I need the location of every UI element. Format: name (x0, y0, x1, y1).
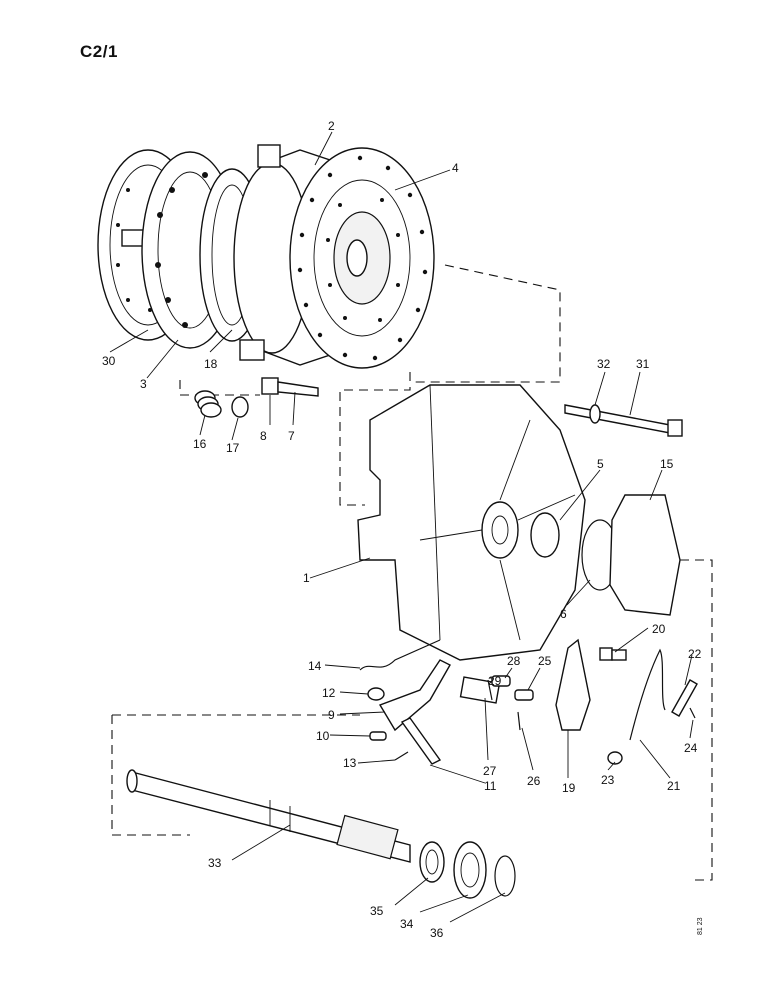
part-25-pin (514, 689, 534, 701)
callout-4: 4 (452, 161, 459, 175)
part-17-washer (231, 396, 249, 418)
callout-9: 9 (328, 708, 335, 722)
callout-11: 11 (484, 779, 497, 793)
part-21-return-spring (629, 648, 666, 741)
housing-group-outline (339, 372, 411, 506)
part-19-fork-lever (555, 638, 591, 731)
callout-17: 17 (226, 441, 240, 455)
leader-lines (109, 131, 694, 923)
part-9-lever (378, 659, 451, 732)
part-33-shaft (126, 769, 411, 863)
callout-36: 36 (430, 926, 444, 940)
callout-23: 23 (601, 773, 615, 787)
callout-25: 25 (538, 654, 552, 668)
callout-5: 5 (597, 457, 604, 471)
callout-1: 1 (303, 571, 310, 585)
part-20-bolt (599, 647, 627, 661)
callout-21: 21 (667, 779, 681, 793)
part-32-washer (589, 404, 601, 424)
part-34-bearing (453, 841, 487, 899)
callout-20: 20 (652, 622, 666, 636)
callout-34: 34 (400, 917, 414, 931)
callout-19: 19 (562, 781, 576, 795)
callout-22: 22 (688, 647, 702, 661)
part-12-washer (367, 687, 385, 701)
callout-35: 35 (370, 904, 384, 918)
part-8-nut (261, 377, 279, 395)
callout-33: 33 (208, 856, 222, 870)
part-13-split-pin (394, 751, 409, 761)
callout-14: 14 (308, 659, 322, 673)
callout-2: 2 (328, 119, 335, 133)
part-28-pin (491, 675, 511, 687)
shaft-group-outline (111, 559, 713, 881)
part-22-pin (671, 679, 698, 717)
callout-10: 10 (316, 729, 330, 743)
callout-24: 24 (684, 741, 698, 755)
part-35-seal (419, 841, 445, 883)
part-7-bolt (277, 381, 319, 397)
callout-16: 16 (193, 437, 207, 451)
part-11-pin (400, 717, 442, 765)
part-26-split-pin (517, 711, 521, 731)
callout-18: 18 (204, 357, 218, 371)
part-36-circlip (494, 855, 516, 897)
callout-32: 32 (597, 357, 611, 371)
callout-6: 6 (560, 607, 567, 621)
callout-13: 13 (343, 756, 357, 770)
callout-12: 12 (322, 686, 336, 700)
part-1-housing (357, 384, 586, 661)
part-16-spring (194, 390, 222, 418)
part-27-link-plate (459, 676, 501, 704)
callout-labels: 2 4 30 3 18 8 7 16 17 32 31 5 15 1 6 14 … (102, 119, 702, 940)
clutch-bolt-outline (179, 380, 260, 396)
callout-26: 26 (527, 774, 541, 788)
callout-8: 8 (260, 429, 267, 443)
callout-31: 31 (636, 357, 650, 371)
part-23-washer (607, 751, 623, 765)
callout-15: 15 (660, 457, 674, 471)
callout-30: 30 (102, 354, 116, 368)
callout-27: 27 (483, 764, 497, 778)
part-24-split-pin (689, 707, 696, 719)
part-31-long-bolt (564, 404, 671, 434)
part-5-bearing-seat (530, 512, 560, 558)
part-14-spring (359, 639, 441, 671)
callout-29: 29 (488, 674, 502, 688)
part-15-cover-plate (609, 494, 681, 616)
callout-3: 3 (140, 377, 147, 391)
part-4-friction-disc (289, 147, 435, 369)
part-29-split-pin (487, 679, 493, 701)
part-10-pin (369, 731, 387, 741)
callout-7: 7 (288, 429, 295, 443)
page-title: C2/1 (80, 42, 118, 61)
part-31-bolt-head (667, 419, 683, 437)
callout-28: 28 (507, 654, 521, 668)
